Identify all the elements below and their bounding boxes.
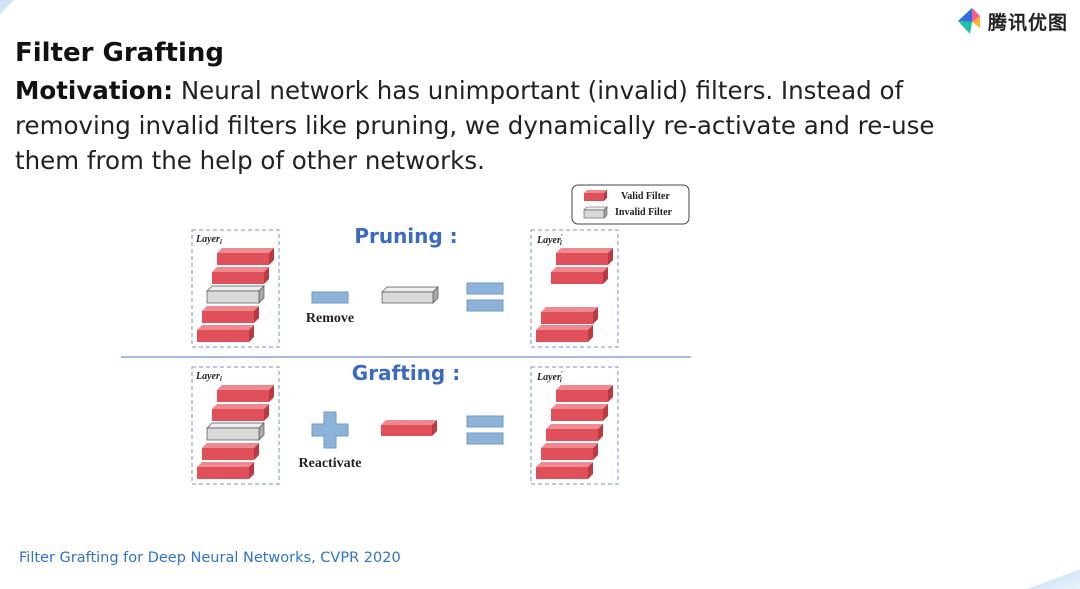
- valid-filter-block: [202, 306, 259, 323]
- corner-decoration-top: [0, 0, 14, 14]
- legend-invalid-label: Invalid Filter: [615, 207, 673, 218]
- grafting-equals-icon: [466, 415, 504, 445]
- pruning-layer-after-box: [530, 229, 619, 348]
- pruning-layer-after-label: Layer′i: [536, 233, 563, 247]
- remove-label: Remove: [306, 311, 354, 326]
- valid-filter-block: [551, 404, 608, 421]
- invalid-filter-block: [206, 422, 265, 441]
- grafting-layer-before-box: [191, 366, 280, 485]
- valid-filter-block: [212, 267, 269, 284]
- motivation-text: Neural network has unimportant (invalid)…: [15, 76, 935, 175]
- valid-filter-block: [556, 385, 613, 402]
- grafting-filters-after: [536, 385, 613, 479]
- pruning-removed-filter: [381, 286, 439, 304]
- valid-filter-block: [197, 462, 254, 479]
- valid-filter-block: [536, 325, 593, 342]
- valid-filter-block: [556, 248, 613, 265]
- citation-link[interactable]: Filter Grafting for Deep Neural Networks…: [19, 550, 401, 566]
- pruning-equals-icon: [466, 282, 504, 312]
- valid-filter-block: [197, 325, 254, 342]
- pruning-layer-before-box: [191, 229, 280, 348]
- valid-filter-block: [217, 248, 274, 265]
- pruning-filters-before: [197, 248, 274, 342]
- legend: Valid Filter Invalid Filter: [571, 184, 690, 225]
- pruning-filters-after: [536, 248, 613, 342]
- grafting-layer-before-label: Layeri: [195, 371, 222, 383]
- grafting-layer-after-box: [530, 366, 619, 485]
- valid-filter-block: [541, 307, 598, 324]
- valid-filter-block: [546, 424, 603, 441]
- grafting-filters-before: [197, 385, 274, 479]
- reactivate-label: Reactivate: [299, 456, 362, 471]
- pruning-layer-before-label: Layeri: [195, 234, 222, 246]
- motivation-paragraph: Motivation: Neural network has unimporta…: [15, 73, 935, 178]
- tencent-youtu-logo: 腾讯优图: [950, 6, 1068, 36]
- legend-invalid-swatch: [583, 206, 608, 219]
- motivation-label: Motivation:: [15, 76, 174, 105]
- grafting-heading: Grafting :: [352, 361, 460, 385]
- logo-text: 腾讯优图: [987, 11, 1068, 34]
- grafting-reactivated-filter: [381, 420, 437, 436]
- valid-filter-block: [217, 385, 274, 402]
- valid-filter-block: [551, 267, 608, 284]
- invalid-filter-block: [206, 285, 265, 304]
- legend-valid-swatch: [584, 190, 607, 201]
- legend-valid-label: Valid Filter: [621, 191, 670, 202]
- plus-operator-icon: [311, 411, 349, 449]
- valid-filter-block: [536, 462, 593, 479]
- slide-title: Filter Grafting: [15, 38, 225, 68]
- corner-decoration-bottom: [1020, 567, 1080, 589]
- valid-filter-block: [202, 443, 259, 460]
- valid-filter-block: [541, 443, 598, 460]
- logo-mark-icon: [957, 8, 980, 34]
- valid-filter-block: [212, 404, 269, 421]
- grafting-layer-after-label: Layer′i: [536, 370, 563, 384]
- pruning-heading: Pruning :: [354, 224, 457, 248]
- minus-operator-icon: [311, 291, 349, 304]
